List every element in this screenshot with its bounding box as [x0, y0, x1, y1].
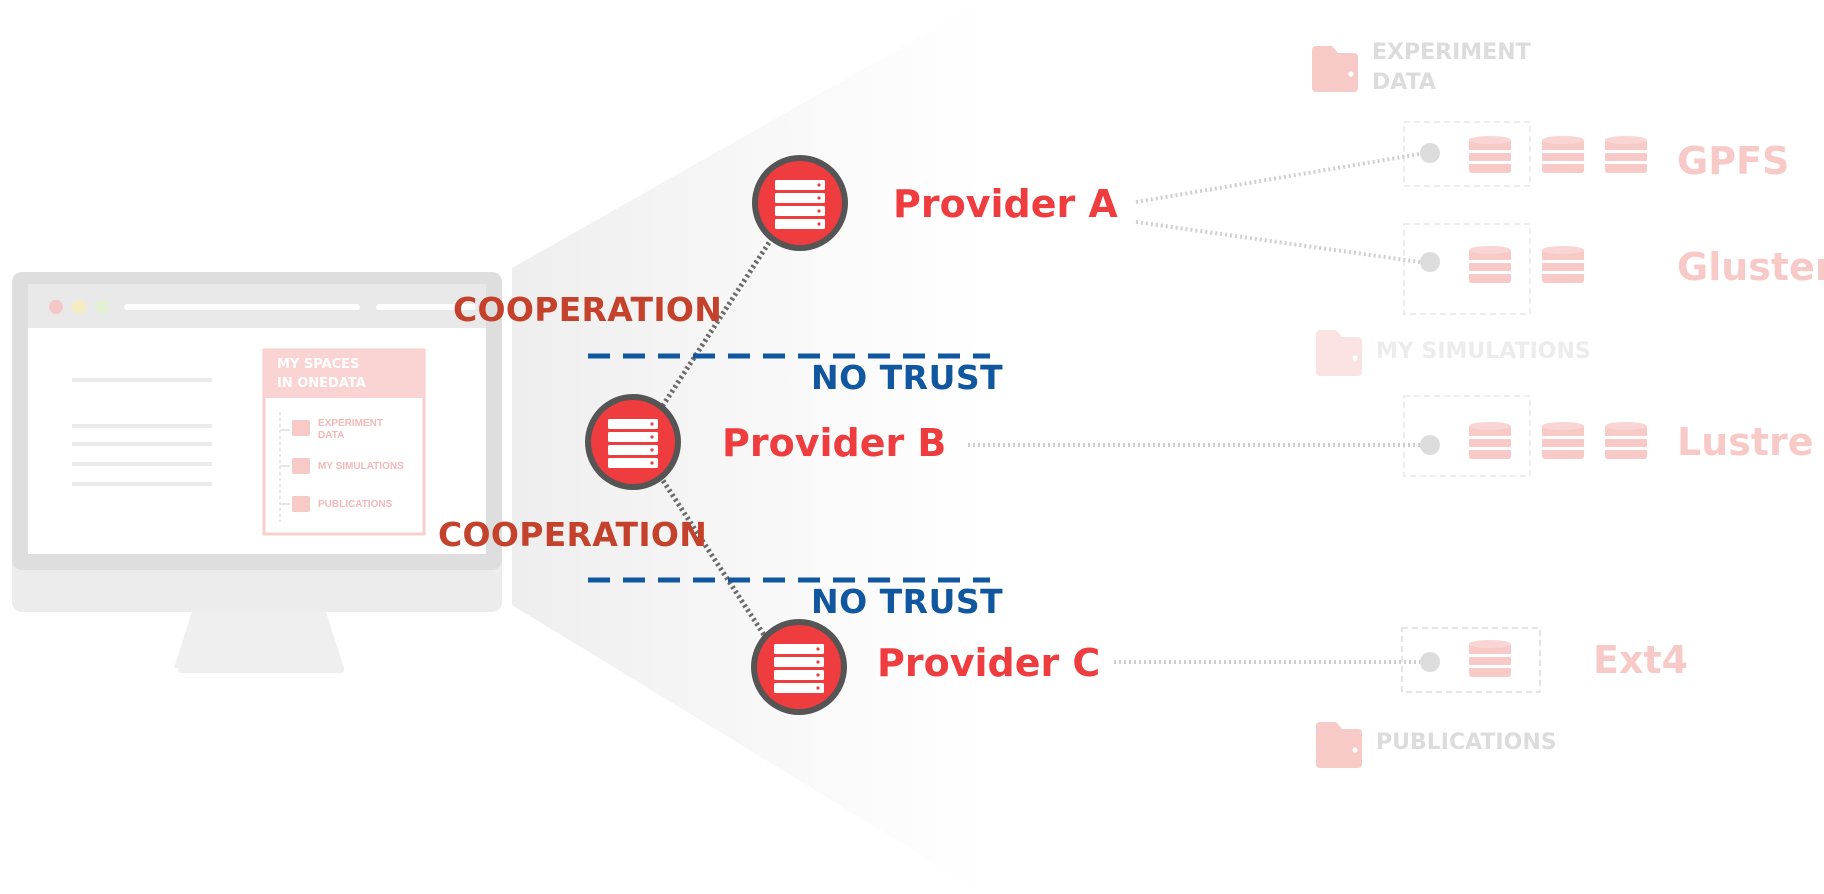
storage-gluster-label: Gluster [1677, 245, 1824, 289]
cooperation-label: COOPERATION [453, 290, 723, 329]
monitor-panel-title-line2: IN ONEDATA [277, 376, 366, 391]
monitor-item-simulations: MY SIMULATIONS [318, 461, 404, 472]
server-icon [752, 155, 848, 251]
folder-icon [1316, 722, 1362, 768]
disk-icon [1542, 422, 1584, 459]
storage-lustre-label: Lustre [1677, 420, 1814, 464]
folder-icon [1312, 46, 1358, 92]
monitor-item-experiment-line1: EXPERIMENT [318, 418, 384, 429]
space-publications-label: PUBLICATIONS [1376, 730, 1557, 755]
monitor-item-experiment-line2: DATA [318, 430, 345, 441]
storage-ext4-group [1401, 627, 1541, 693]
monitor-item-experiment: EXPERIMENT DATA [318, 418, 383, 442]
monitor-panel-title: MY SPACES IN ONEDATA [277, 355, 366, 393]
provider-c-label: Provider C [877, 641, 1101, 685]
folder-icon [1316, 330, 1362, 376]
space-experiment-line1: EXPERIMENT [1372, 40, 1531, 65]
storage-gluster-group [1403, 223, 1584, 315]
storage-connectors [968, 152, 1421, 664]
disk-icon [1542, 246, 1584, 283]
space-simulations-label: MY SIMULATIONS [1376, 339, 1591, 364]
provider-a-label: Provider A [893, 182, 1118, 226]
disk-icon [1469, 136, 1511, 173]
storage-gpfs-group [1403, 121, 1647, 187]
monitor-panel-title-line1: MY SPACES [277, 357, 360, 372]
provider-b-label: Provider B [722, 421, 947, 465]
space-experiment-line2: DATA [1372, 70, 1436, 95]
storage-ext4-label: Ext4 [1593, 638, 1689, 682]
monitor-illustration [12, 272, 502, 673]
provider-connectors [657, 236, 775, 640]
disk-icon [1469, 640, 1511, 677]
space-experiment-label: EXPERIMENT DATA [1372, 38, 1531, 98]
disk-icon [1542, 136, 1584, 173]
storage-lustre-group [1403, 395, 1647, 477]
disk-icon [1605, 422, 1647, 459]
server-icon [751, 619, 847, 715]
disk-icon [1469, 422, 1511, 459]
cooperation-label: COOPERATION [438, 515, 708, 554]
perspective-cone [512, 0, 985, 894]
server-icon [585, 394, 681, 490]
monitor-item-publications: PUBLICATIONS [318, 499, 393, 510]
disk-icon [1605, 136, 1647, 173]
disk-icon [1469, 246, 1511, 283]
no-trust-label: NO TRUST [811, 582, 1004, 621]
no-trust-label: NO TRUST [811, 358, 1004, 397]
storage-gpfs-label: GPFS [1677, 139, 1790, 183]
